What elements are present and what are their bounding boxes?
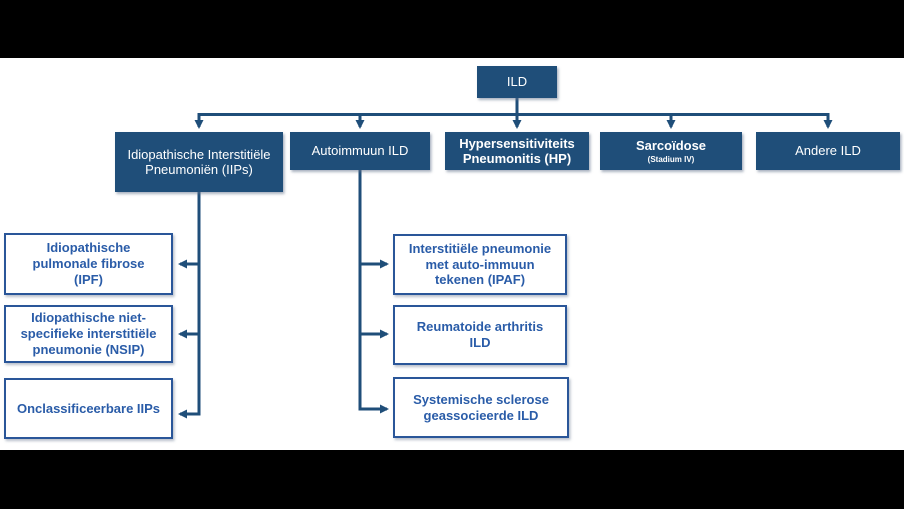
node-sarcoidose-subtitle: (Stadium IV) (647, 154, 695, 164)
node-ild-root: ILD (477, 66, 557, 98)
connector-iips-stem (178, 191, 201, 419)
leaf-systemische-sclerose-ild: Systemische sclerose geassocieerde ILD (393, 377, 569, 438)
node-iips: Idiopathische Interstitiële Pneumoniën (… (115, 132, 283, 192)
leaf-ipf: Idiopathische pulmonale fibrose (IPF) (4, 233, 173, 295)
leaf-onclassificeerbare-iips: Onclassificeerbare IIPs (4, 378, 173, 439)
node-andere-ild: Andere ILD (756, 132, 900, 170)
node-sarcoidose-title: Sarcoïdose (635, 137, 707, 153)
letterbox-bottom (0, 450, 904, 509)
node-hypersensitiviteits-pneumonitis: Hypersensitiviteits Pneumonitis (HP) (445, 132, 589, 170)
node-autoimmuun-ild: Autoimmuun ILD (290, 132, 430, 170)
leaf-reumatoide-arthritis-ild: Reumatoide arthritis ILD (393, 305, 567, 365)
connector-autoimmuun-stem (358, 169, 389, 414)
leaf-nsip: Idiopathische niet- specifieke interstit… (4, 305, 173, 363)
letterbox-top (0, 0, 904, 58)
leaf-ipaf: Interstitiële pneumonie met auto-immuun … (393, 234, 567, 295)
node-sarcoidose: Sarcoïdose (Stadium IV) (600, 132, 742, 170)
